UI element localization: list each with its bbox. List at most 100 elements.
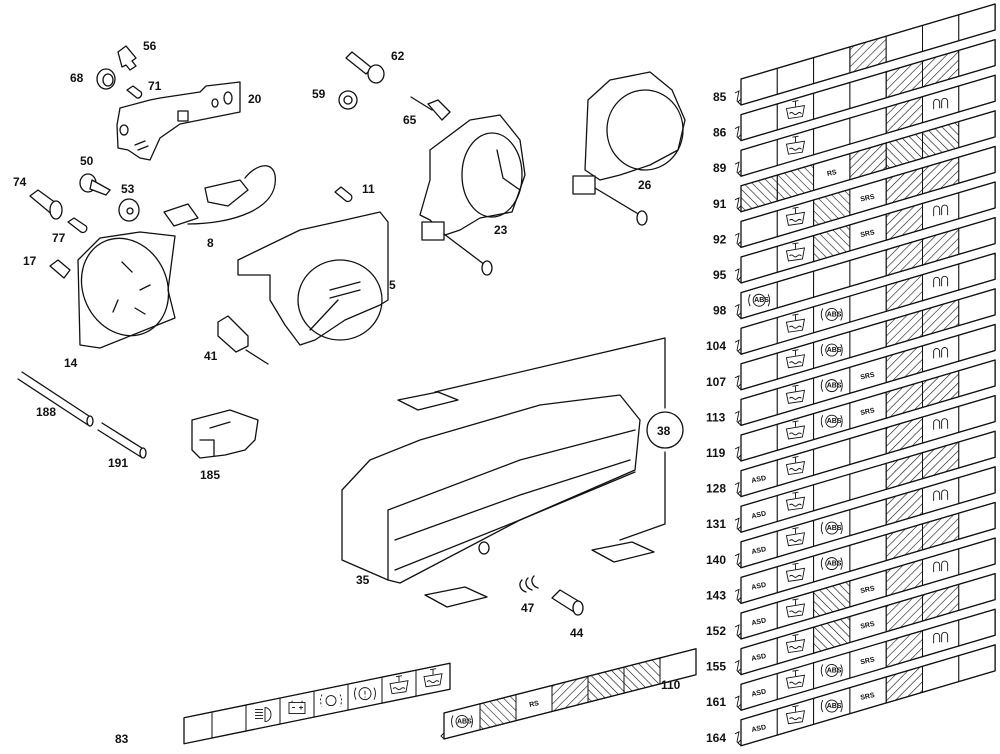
part-191-rod: [97, 422, 147, 459]
strip-91: RS: [737, 110, 996, 213]
callout-41: 41: [204, 349, 218, 363]
strip-label-155: 155: [706, 660, 726, 674]
strip-label-95: 95: [713, 268, 727, 282]
svg-text:ABS: ABS: [827, 347, 842, 354]
svg-text:SRS: SRS: [860, 585, 876, 595]
svg-text:SRS: SRS: [860, 194, 876, 204]
callout-71: 71: [148, 79, 162, 93]
svg-text:RS: RS: [529, 700, 540, 709]
svg-text:SRS: SRS: [860, 692, 876, 702]
callout-74: 74: [13, 175, 27, 189]
part-38-bracket-line: [434, 337, 684, 541]
callout-83: 83: [115, 732, 129, 746]
strip-label-140: 140: [706, 553, 726, 567]
callout-50: 50: [80, 154, 94, 168]
strip-131: ASD: [737, 430, 996, 533]
strip-label-107: 107: [706, 375, 726, 389]
callout-14: 14: [64, 356, 78, 370]
brake-warning-icon: [347, 676, 383, 711]
strip-104: ABS: [737, 252, 996, 355]
rs-cell: RS: [515, 684, 553, 722]
strip-label-104: 104: [706, 339, 726, 353]
svg-text:ASD: ASD: [751, 475, 767, 485]
strip-152: ASD SRS: [737, 537, 996, 640]
callout-11: 11: [362, 182, 375, 196]
strip-107: ABS: [737, 288, 996, 391]
oil-pressure-icon: [381, 669, 417, 704]
coolant-level-icon: [415, 662, 451, 697]
brake-pad-icon: [313, 683, 349, 718]
hatch-back-cell: [551, 675, 589, 713]
svg-text:ABS: ABS: [754, 297, 769, 304]
strip-label-161: 161: [706, 695, 726, 709]
callout-191: 191: [108, 456, 128, 470]
strip-83-warning-lamps: [183, 662, 451, 745]
strip-110-cells: ABS RS: [440, 648, 697, 740]
svg-text:ABS: ABS: [827, 703, 842, 710]
strip-86: [737, 38, 996, 142]
strip-label-131: 131: [706, 517, 726, 531]
callout-35: 35: [356, 573, 370, 587]
callout-77: 77: [52, 231, 66, 245]
strip-label-164: 164: [706, 731, 726, 745]
part-35-cluster-housing: [341, 391, 655, 608]
callout-56: 56: [143, 39, 157, 53]
callout-185: 185: [200, 468, 220, 482]
svg-text:RS: RS: [826, 169, 837, 178]
part-41-switch: [217, 315, 269, 365]
headlamp-icon: [245, 697, 281, 732]
part-65-sensor: [410, 96, 451, 121]
strip-95: SRS: [737, 181, 996, 284]
part-47-spring: [519, 575, 539, 593]
svg-text:ASD: ASD: [751, 688, 767, 698]
callout-68: 68: [70, 71, 84, 85]
strip-label-152: 152: [706, 624, 726, 638]
strip-labels: 8586899192959810410711311912813114014315…: [706, 90, 741, 746]
strip-label-113: 113: [706, 410, 726, 424]
part-68-socket: [96, 68, 116, 90]
strip-155: ASD SRS: [737, 572, 996, 676]
strip-label-91: 91: [713, 197, 727, 211]
battery-icon: [279, 690, 315, 725]
callout-26: 26: [638, 178, 652, 192]
strip-92: SRS: [737, 145, 996, 249]
svg-text:ASD: ASD: [751, 546, 767, 556]
strip-110-symbols: ABS RS: [440, 648, 697, 740]
abs-icon: ABS: [443, 703, 481, 740]
coolant-level-icon: [776, 662, 815, 701]
callout-labels: 56 68 71 20 62 59 65 50 74 53 77 17 8 11…: [13, 39, 681, 746]
callout-53: 53: [121, 182, 135, 196]
strip-128: ASD: [737, 394, 996, 498]
part-23-clock: [419, 114, 526, 276]
strip-161: ASD ABS SRS: [737, 608, 996, 711]
symbol-strip-column: RSSRSSRSABSABSABSABSSRSABSSRSASDASDASDAB…: [737, 3, 996, 747]
part-14-gauge-face: [77, 231, 176, 349]
callout-17: 17: [23, 254, 37, 268]
callout-65: 65: [403, 113, 417, 127]
part-185-connector: [191, 409, 259, 459]
hatch-forward-cell: [587, 666, 625, 703]
callout-62: 62: [391, 49, 405, 63]
svg-text:ABS: ABS: [827, 383, 842, 390]
strip-label-85: 85: [713, 90, 727, 104]
strip-label-119: 119: [706, 446, 726, 460]
svg-text:ASD: ASD: [751, 582, 767, 592]
strip-85: [737, 3, 996, 106]
part-188-rod: [17, 371, 94, 427]
part-44-knob: [551, 589, 584, 616]
part-59-nut: [338, 90, 358, 110]
strip-label-89: 89: [713, 161, 727, 175]
strip-label-143: 143: [706, 588, 726, 602]
blank-cell: [211, 704, 247, 739]
part-11-bulb: [334, 186, 353, 203]
callout-47: 47: [521, 601, 535, 615]
callout-38-circle: [646, 411, 684, 449]
abs-icon: ABS: [813, 366, 851, 405]
part-53-washer: [118, 198, 140, 222]
svg-text:ABS: ABS: [827, 667, 842, 674]
callout-8: 8: [207, 236, 214, 250]
